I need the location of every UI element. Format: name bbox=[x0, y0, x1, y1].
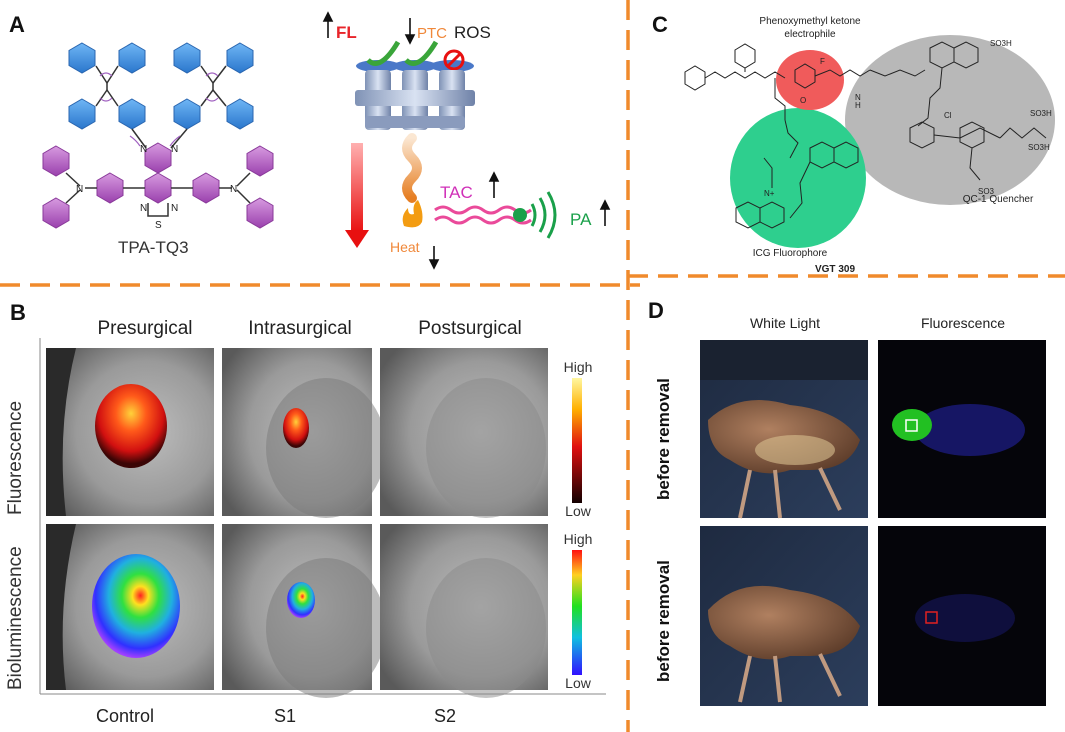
fluorophore-region bbox=[730, 108, 866, 248]
row-before-removal-1: before removal bbox=[654, 378, 673, 500]
electrophile-region bbox=[776, 50, 844, 110]
blue-phenyl-rings bbox=[68, 42, 254, 130]
row-fluorescence: Fluorescence bbox=[5, 400, 26, 515]
panel-b-images: High Low High Low bbox=[39, 338, 606, 698]
quencher-label: QC-1 Quencher bbox=[963, 194, 1034, 205]
panel-c-letter: C bbox=[652, 12, 668, 37]
molecule-label: TPA-TQ3 bbox=[118, 238, 189, 257]
col-fluorescence: Fluorescence bbox=[920, 315, 1006, 331]
tpa-tq3-structure: N N N N S N N bbox=[42, 42, 274, 231]
row-bioluminescence: Bioluminescence bbox=[5, 546, 26, 690]
atom-n2: N bbox=[171, 144, 178, 155]
check-mark-1 bbox=[366, 40, 401, 66]
fluorophore-label: ICG Fluorophore bbox=[753, 248, 828, 259]
atom-n4: N bbox=[171, 203, 178, 214]
footer-s1: S1 bbox=[273, 706, 297, 726]
scale-high-1: High bbox=[564, 359, 593, 375]
tac-waves bbox=[434, 205, 532, 225]
pa-label: PA bbox=[570, 210, 592, 229]
cl-atom: Cl bbox=[944, 111, 952, 120]
atom-n1: N bbox=[140, 144, 147, 155]
img-postsurgical-fluorescence bbox=[380, 348, 548, 518]
so3-d: SO3 bbox=[978, 187, 995, 196]
pa-dot bbox=[513, 208, 527, 222]
panel-a-letter: A bbox=[9, 12, 25, 37]
nplus-atom: N+ bbox=[764, 189, 775, 198]
fl-arrow bbox=[351, 143, 363, 233]
panel-d-images bbox=[700, 340, 1046, 706]
footer-s2: S2 bbox=[433, 706, 457, 726]
o-atom: O bbox=[800, 96, 806, 105]
col-white-light: White Light bbox=[749, 315, 821, 331]
scale-low-1: Low bbox=[565, 503, 592, 519]
tac-label: TAC bbox=[440, 183, 473, 202]
panel-b-letter: B bbox=[10, 300, 26, 325]
vgt309-structure: Phenoxymethyl ketone electrophile SO3H S… bbox=[684, 16, 1055, 275]
img-presurgical-bioluminescence bbox=[46, 524, 214, 690]
img-white-light-2 bbox=[700, 526, 868, 706]
compound-label: VGT 309 bbox=[815, 264, 855, 275]
footer-control: Control bbox=[95, 706, 155, 726]
roi-box-white bbox=[905, 419, 918, 432]
panel-d-letter: D bbox=[648, 298, 664, 323]
atom-n-right: N bbox=[230, 184, 237, 195]
pa-waves bbox=[530, 191, 557, 239]
atom-s: S bbox=[155, 220, 162, 231]
check-mark-2 bbox=[404, 40, 439, 66]
img-postsurgical-bioluminescence bbox=[380, 524, 548, 698]
atom-n-left: N bbox=[76, 184, 83, 195]
fluorescence-scale-bar bbox=[572, 378, 582, 503]
img-intrasurgical-fluorescence bbox=[222, 348, 386, 518]
fl-label: FL bbox=[336, 23, 357, 42]
heat-wave bbox=[402, 133, 422, 203]
so3h-c: SO3H bbox=[1028, 143, 1050, 152]
quencher-region bbox=[845, 35, 1055, 205]
col-presurgical: Presurgical bbox=[97, 318, 193, 339]
so3h-a: SO3H bbox=[990, 39, 1012, 48]
ptc-label: PTC bbox=[417, 25, 447, 42]
f-atom: F bbox=[820, 57, 825, 66]
row-before-removal-2: before removal bbox=[654, 560, 673, 682]
img-intrasurgical-bioluminescence bbox=[222, 524, 386, 698]
n-atom: N bbox=[855, 93, 861, 102]
mechanism-diagram: FL PTC ROS Heat TAC PA bbox=[322, 11, 611, 270]
scale-high-2: High bbox=[564, 531, 593, 547]
img-presurgical-fluorescence bbox=[46, 348, 214, 516]
h-atom: H bbox=[855, 101, 861, 110]
scale-low-2: Low bbox=[565, 675, 592, 691]
prohibit-icon bbox=[443, 49, 465, 71]
col-intrasurgical: Intrasurgical bbox=[248, 318, 352, 339]
img-white-light-1 bbox=[700, 340, 868, 519]
electrophile-label-2: electrophile bbox=[784, 29, 836, 40]
atom-n3: N bbox=[140, 203, 147, 214]
flame-icon bbox=[402, 200, 423, 228]
roi-box-red bbox=[925, 611, 938, 624]
electrophile-label-1: Phenoxymethyl ketone bbox=[759, 16, 861, 27]
col-postsurgical: Postsurgical bbox=[418, 318, 522, 339]
ros-label: ROS bbox=[454, 23, 491, 42]
img-fluorescence-2 bbox=[878, 526, 1046, 706]
bioluminescence-scale-bar bbox=[572, 550, 582, 675]
img-fluorescence-1 bbox=[878, 340, 1046, 518]
so3h-b: SO3H bbox=[1030, 109, 1052, 118]
chemical-bonds bbox=[684, 41, 1047, 229]
heat-label: Heat bbox=[390, 239, 420, 255]
